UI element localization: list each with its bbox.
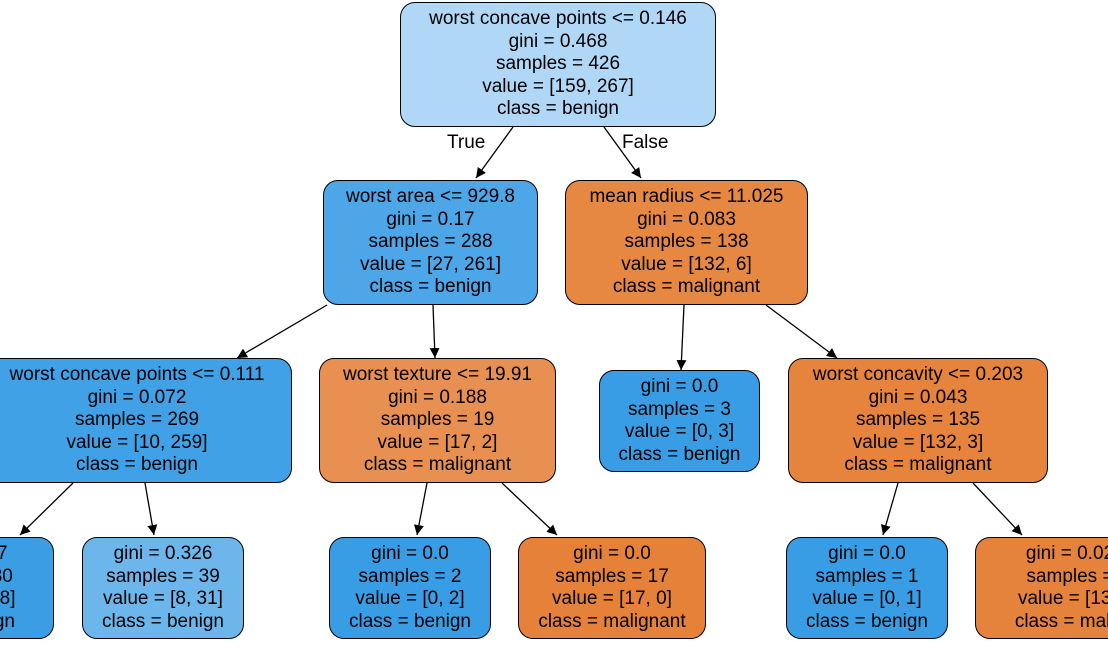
- node-line: gini = 0.02: [1025, 543, 1108, 564]
- node-line: worst concavity <= 0.203: [812, 364, 1024, 386]
- node-line: class = benign: [349, 610, 471, 632]
- node-line: value = [17, 2]: [377, 431, 498, 453]
- node-line: mean radius <= 11.025: [589, 186, 784, 208]
- node-line: value = [132, 3]: [852, 431, 984, 453]
- node-line: value = [159, 267]: [482, 75, 634, 97]
- node-line: value = [0, 3]: [624, 421, 735, 442]
- node-line: gini = 0.188: [388, 386, 487, 408]
- edge-n2-n6: [765, 304, 838, 359]
- edge-n3-n8: [144, 482, 158, 536]
- node-line: worst concave points <= 0.111: [9, 364, 265, 386]
- node-line: gini = 0.072: [87, 386, 187, 408]
- node-line: class = malig: [1014, 610, 1108, 632]
- node-line: samples = 2: [358, 565, 462, 587]
- node-line: worst concave points <= 0.146: [429, 8, 687, 30]
- node-line: nign: [0, 610, 15, 632]
- node-line: gini = 0.043: [868, 386, 968, 408]
- node-line: samples = 19: [380, 409, 495, 431]
- node-line: worst texture <= 19.91: [342, 364, 533, 386]
- edge-n0-n1: [475, 126, 514, 179]
- node-line: value = [17, 0]: [552, 588, 672, 609]
- node-line: gini = 0.468: [508, 30, 608, 52]
- node-line: class = benign: [618, 443, 741, 465]
- node-line: 17: [0, 543, 8, 564]
- node-line: gini = 0.326: [113, 543, 213, 564]
- node-line: 230: [0, 565, 13, 587]
- node-line: class = malignant: [844, 454, 992, 476]
- edge-n3-n7: [19, 482, 74, 536]
- node-line: samples = 39: [106, 565, 220, 587]
- edge-n4-n9: [413, 482, 428, 536]
- node-line: samples = 269: [74, 409, 200, 431]
- node-line: value = [27, 261]: [359, 253, 502, 275]
- node-line: class = malignant: [612, 276, 761, 298]
- node-line: samples = 3: [628, 398, 731, 420]
- node-line: samples =: [1026, 565, 1108, 587]
- tree-node-n7: 17230228]nign: [0, 537, 54, 639]
- node-line: value = [0, 2]: [355, 588, 465, 609]
- node-line: gini = 0.083: [637, 208, 736, 230]
- node-line: gini = 0.0: [640, 376, 719, 397]
- node-line: gini = 0.0: [573, 543, 651, 564]
- node-line: class = benign: [497, 98, 619, 120]
- node-line: samples = 288: [368, 231, 493, 253]
- node-line: value = [132, 6]: [621, 253, 752, 275]
- edge-n6-n11: [880, 482, 899, 536]
- node-line: class = benign: [369, 276, 492, 298]
- node-line: value = [0, 1]: [812, 588, 922, 609]
- node-line: samples = 1: [815, 565, 919, 587]
- edge-n2-n5: [676, 304, 687, 371]
- edge-label-false: False: [622, 132, 669, 153]
- node-line: worst area <= 929.8: [346, 186, 515, 208]
- edge-n6-n12: [972, 482, 1023, 536]
- node-line: samples = 426: [495, 53, 621, 75]
- edge-label-true: True: [447, 132, 486, 153]
- node-line: class = malignant: [538, 610, 686, 632]
- node-line: value = [10, 259]: [66, 431, 208, 453]
- node-line: gini = 0.0: [828, 543, 906, 564]
- node-line: 228]: [0, 588, 16, 609]
- node-line: class = benign: [102, 610, 224, 632]
- node-line: gini = 0.0: [371, 543, 449, 564]
- node-line: samples = 138: [624, 231, 749, 253]
- node-line: gini = 0.17: [386, 208, 475, 230]
- node-line: samples = 17: [555, 565, 669, 587]
- edge-n1-n4: [429, 304, 440, 359]
- node-line: class = malignant: [363, 454, 512, 476]
- node-line: samples = 135: [855, 409, 981, 431]
- edge-n0-n2: [603, 126, 642, 179]
- edge-n4-n10: [501, 482, 558, 536]
- edge-n1-n3: [236, 304, 328, 359]
- node-line: value = [8, 31]: [103, 588, 223, 609]
- node-line: class = benign: [76, 454, 198, 476]
- node-line: class = benign: [806, 610, 928, 632]
- node-line: value = [132: [1017, 588, 1108, 609]
